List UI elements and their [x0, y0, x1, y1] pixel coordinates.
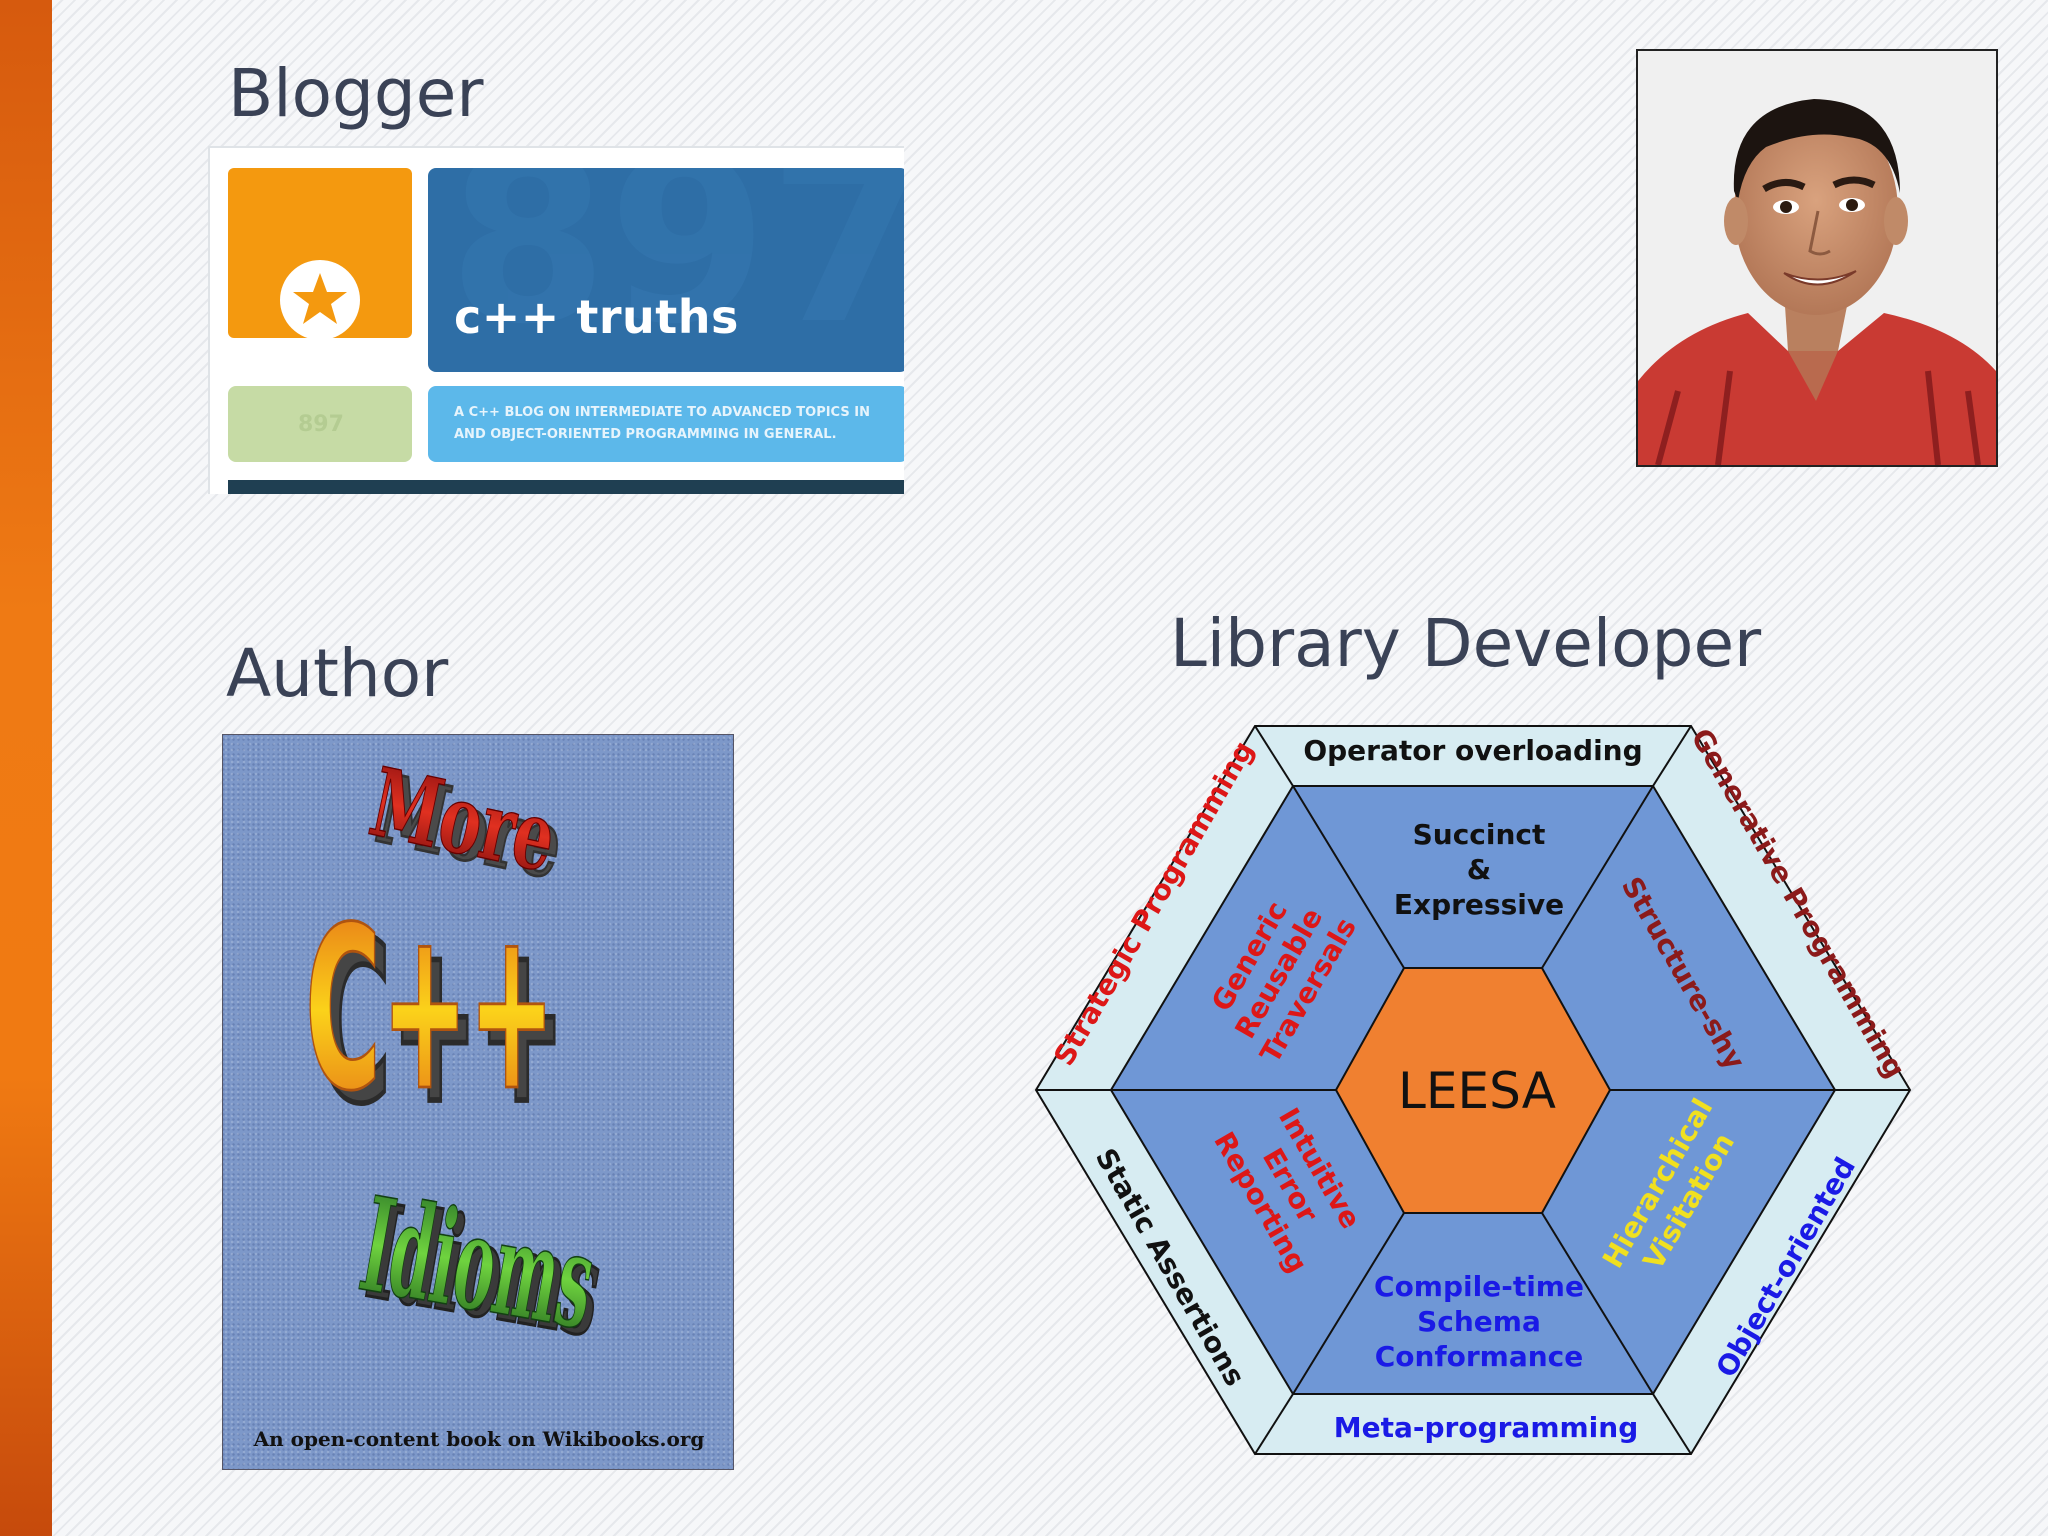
accent-side-bar — [0, 0, 52, 1536]
book-footer-text: An open-content book on Wikibooks.org — [253, 1427, 705, 1451]
blog-counter-panel: 897 — [228, 386, 412, 462]
heading-blogger: Blogger — [228, 55, 484, 132]
blogger-logo — [228, 168, 412, 340]
blog-title: c++ truths — [454, 290, 739, 344]
inner-top-line-2: & — [1467, 853, 1491, 886]
blog-counter-watermark: 897 — [448, 168, 904, 372]
inner-bottom-line-1: Compile-time — [1374, 1270, 1584, 1303]
inner-top-line-1: Succinct — [1413, 818, 1546, 851]
book-title-cpp: C++ — [305, 880, 555, 1141]
outer-label-top: Operator overloading — [1303, 734, 1642, 767]
inner-bottom-line-3: Conformance — [1375, 1340, 1584, 1373]
heading-author: Author — [226, 635, 449, 712]
blog-banner-footer-bar — [228, 480, 904, 494]
blog-description-line-2: AND OBJECT-ORIENTED PROGRAMMING IN GENER… — [454, 427, 837, 442]
leesa-center-label: LEESA — [1398, 1062, 1556, 1120]
blog-description-line-1: A C++ BLOG ON INTERMEDIATE TO ADVANCED T… — [454, 405, 870, 420]
book-cover: More More C++ C++ Idioms Idioms An open-… — [222, 734, 734, 1470]
inner-top-line-3: Expressive — [1394, 888, 1564, 921]
blog-description-panel: A C++ BLOG ON INTERMEDIATE TO ADVANCED T… — [428, 386, 904, 462]
blog-description: A C++ BLOG ON INTERMEDIATE TO ADVANCED T… — [454, 402, 904, 446]
blog-title-panel: 897 c++ truths — [428, 168, 904, 372]
inner-bottom-line-2: Schema — [1417, 1305, 1541, 1338]
book-title-cpp-shadow: C++ — [315, 893, 565, 1154]
blog-banner-image: 897 c++ truths 897 A C++ BLOG ON INTERME… — [208, 146, 904, 494]
author-photo — [1636, 49, 1998, 467]
blog-counter: 897 — [298, 412, 344, 437]
heading-library-developer: Library Developer — [1170, 605, 1762, 682]
leesa-hexagon-diagram: LEESA Operator overloading Meta-programm… — [1034, 723, 1912, 1455]
star-icon — [280, 260, 360, 340]
outer-label-bottom: Meta-programming — [1334, 1411, 1639, 1444]
book-title-more-front: More — [361, 747, 565, 894]
